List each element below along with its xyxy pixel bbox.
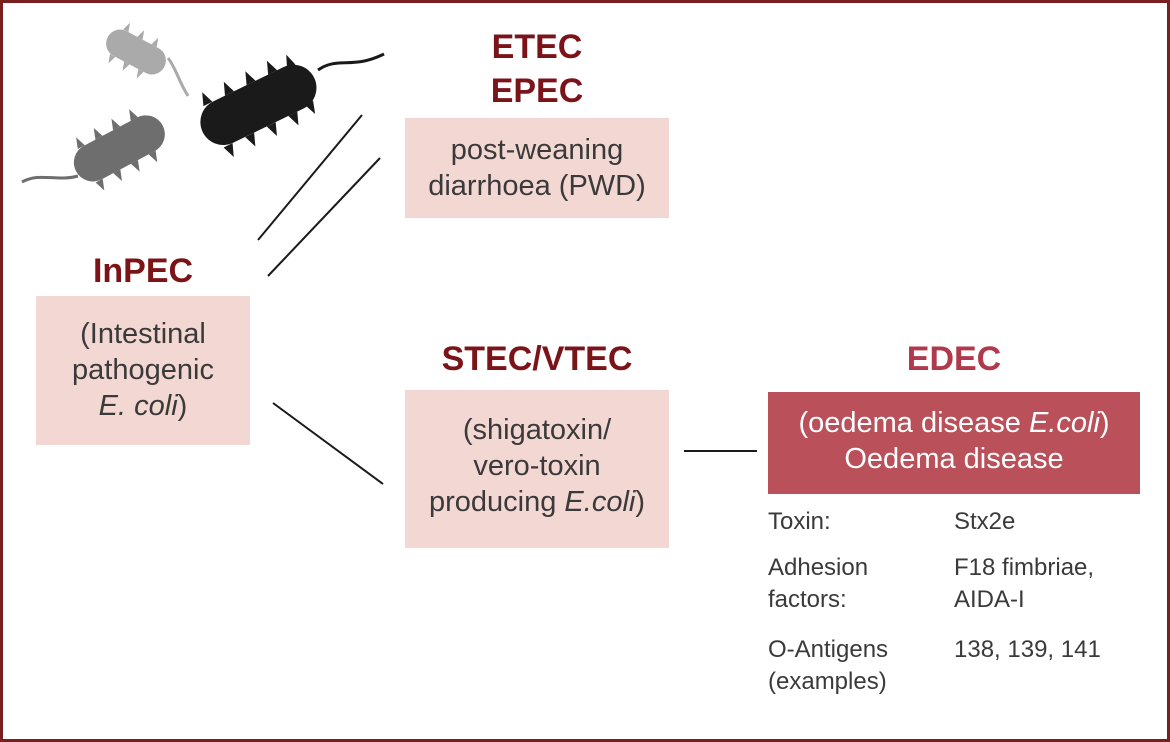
- stec-line-3: producing E.coli): [405, 484, 669, 520]
- edec-line-2: Oedema disease: [844, 443, 1064, 475]
- row-label: Adhesion: [768, 554, 869, 581]
- connector-inpec-stec: [272, 402, 384, 485]
- inpec-line-3: E. coli): [36, 388, 250, 424]
- row-label: O-Antigens: [768, 636, 889, 663]
- stec-box: (shigatoxin/ vero-toxin producing E.coli…: [405, 390, 669, 548]
- inpec-line-2: pathogenic: [72, 354, 214, 386]
- row-label: Toxin:: [768, 508, 831, 535]
- row-value-cont: AIDA-I: [954, 586, 1025, 613]
- stec-species: E.coli: [564, 486, 636, 518]
- epec-heading: EPEC: [490, 72, 584, 110]
- pwd-line-1: post-weaning: [450, 134, 624, 166]
- edec-box: (oedema disease E.coli) Oedema disease: [768, 392, 1140, 494]
- table-row: Toxin: Stx2e: [768, 506, 1148, 540]
- stec-paren: ): [635, 486, 646, 518]
- inpec-paren: ): [177, 390, 188, 422]
- row-label-cont: factors:: [768, 586, 847, 613]
- connector-inpec-etec-1: [257, 114, 363, 241]
- edec-properties-table: Toxin: Stx2e Adhesion factors: F18 fimbr…: [768, 506, 1148, 706]
- inpec-heading: InPEC: [92, 252, 194, 290]
- pwd-line-2: diarrhoea (PWD): [428, 170, 646, 202]
- pwd-box: post-weaning diarrhoea (PWD): [405, 118, 669, 218]
- bacterium-light-icon: [106, 22, 190, 97]
- stec-line-2: vero-toxin: [473, 450, 601, 482]
- row-value: F18 fimbriae,: [954, 554, 1095, 581]
- stec-heading: STEC/VTEC: [441, 340, 633, 378]
- table-row: O-Antigens (examples) 138, 139, 141: [768, 634, 1148, 698]
- edec-species: E.coli: [1028, 407, 1100, 439]
- inpec-line-1: (Intestinal: [80, 318, 206, 350]
- row-value: Stx2e: [954, 508, 1016, 535]
- etec-heading: ETEC: [491, 28, 583, 66]
- bacterium-grey-icon: [21, 109, 165, 191]
- edec-heading: EDEC: [906, 340, 1002, 378]
- edec-line-1: (oedema disease E.coli): [768, 405, 1140, 441]
- edec-paren: ): [1099, 407, 1110, 439]
- inpec-box: (Intestinal pathogenic E. coli): [36, 296, 250, 445]
- row-value: 138, 139, 141: [954, 636, 1101, 663]
- connector-inpec-etec-2: [267, 157, 381, 277]
- inpec-species: E. coli: [98, 390, 178, 422]
- table-row: Adhesion factors: F18 fimbriae, AIDA-I: [768, 552, 1148, 616]
- edec-prefix: (oedema disease: [798, 407, 1029, 439]
- stec-line-1: (shigatoxin/: [462, 414, 612, 446]
- bacterium-black-icon: [200, 52, 385, 157]
- stec-producing: producing: [428, 486, 565, 518]
- connector-lines: [257, 114, 757, 485]
- row-label-cont: (examples): [768, 668, 887, 695]
